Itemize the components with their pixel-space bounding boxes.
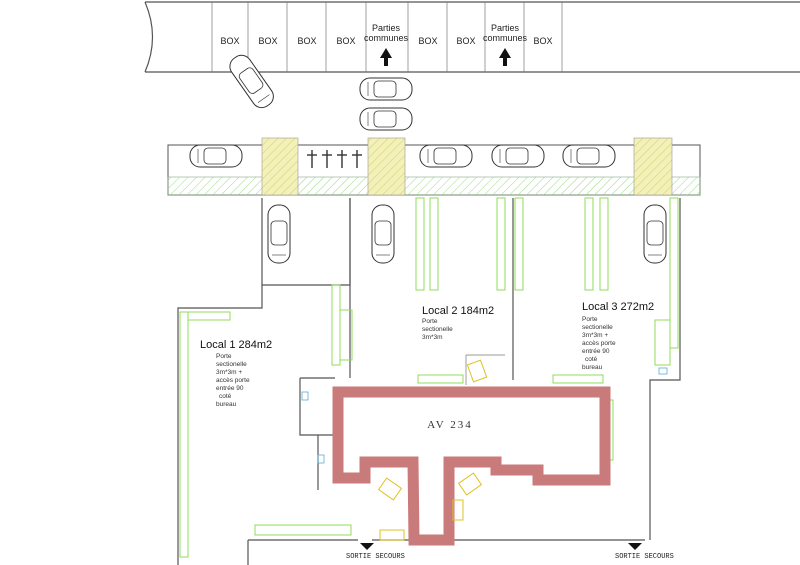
svg-text:bureau: bureau [582,364,603,371]
car-icon [419,144,473,168]
svg-text:sectionelle: sectionelle [422,326,453,333]
svg-text:3m*3m +: 3m*3m + [216,369,242,376]
local-1-title: Local 1 284m2 [200,339,272,351]
box-label: BOX [336,36,355,46]
local-3-title: Local 3 272m2 [582,301,654,313]
svg-text:3m*3m: 3m*3m [422,334,443,341]
parking-strip [167,137,701,264]
local-2-notes: Porte sectionelle 3m*3m [422,318,453,341]
box-label: BOX [258,36,277,46]
pillar [367,137,406,196]
pillar [261,137,299,196]
svg-text:Porte: Porte [216,353,232,360]
svg-text:entrée 90: entrée 90 [216,385,244,392]
arrow-up-icon [499,48,511,66]
arrow-up-icon [380,48,392,66]
common-area-label: Parties [491,23,520,33]
svg-text:bureau: bureau [216,401,237,408]
emergency-exit-icon [628,543,642,550]
common-area-label: communes [364,33,409,43]
svg-text:accès porte: accès porte [582,340,616,347]
svg-text:sectionelle: sectionelle [582,324,613,331]
svg-text:accès porte: accès porte [216,377,250,384]
svg-text:Porte: Porte [582,316,598,323]
svg-text:Porte: Porte [422,318,438,325]
box-label: BOX [533,36,552,46]
local-1-notes: Porte sectionelle 3m*3m + accès porte en… [216,353,250,408]
local-2-title: Local 2 184m2 [422,305,494,317]
local-3-notes: Porte sectionelle 3m*3m + accès porte en… [582,316,616,371]
car-icon [643,204,667,264]
motorcycle-icons [307,150,362,168]
car-icon [267,204,291,264]
common-area-label: communes [483,33,528,43]
partitions [179,197,679,558]
car-icon [359,77,413,101]
car-icon [359,107,413,131]
svg-text:entrée 90: entrée 90 [582,348,610,355]
office-furniture [377,359,488,541]
car-icon [491,144,545,168]
unit-label: AV 234 [427,419,473,431]
car-icon [371,204,395,264]
box-label: BOX [418,36,437,46]
box-label: BOX [297,36,316,46]
common-area-label: Parties [372,23,401,33]
car-icon [562,144,616,168]
car-icon [189,144,243,168]
emergency-exit-icon [360,543,374,550]
box-label: BOX [456,36,475,46]
svg-text:3m*3m +: 3m*3m + [582,332,608,339]
car-icon [225,50,278,113]
svg-text:sectionelle: sectionelle [216,361,247,368]
svg-text:coté: coté [585,356,598,363]
toilet-icons [301,367,668,464]
central-structure-walls [332,386,611,546]
emergency-exit-label: SORTIE SECOURS [615,553,674,561]
pillar [633,137,673,196]
svg-text:coté: coté [219,393,232,400]
box-label: BOX [220,36,239,46]
building-walls [177,198,681,565]
emergency-exit-label: SORTIE SECOURS [346,553,405,561]
